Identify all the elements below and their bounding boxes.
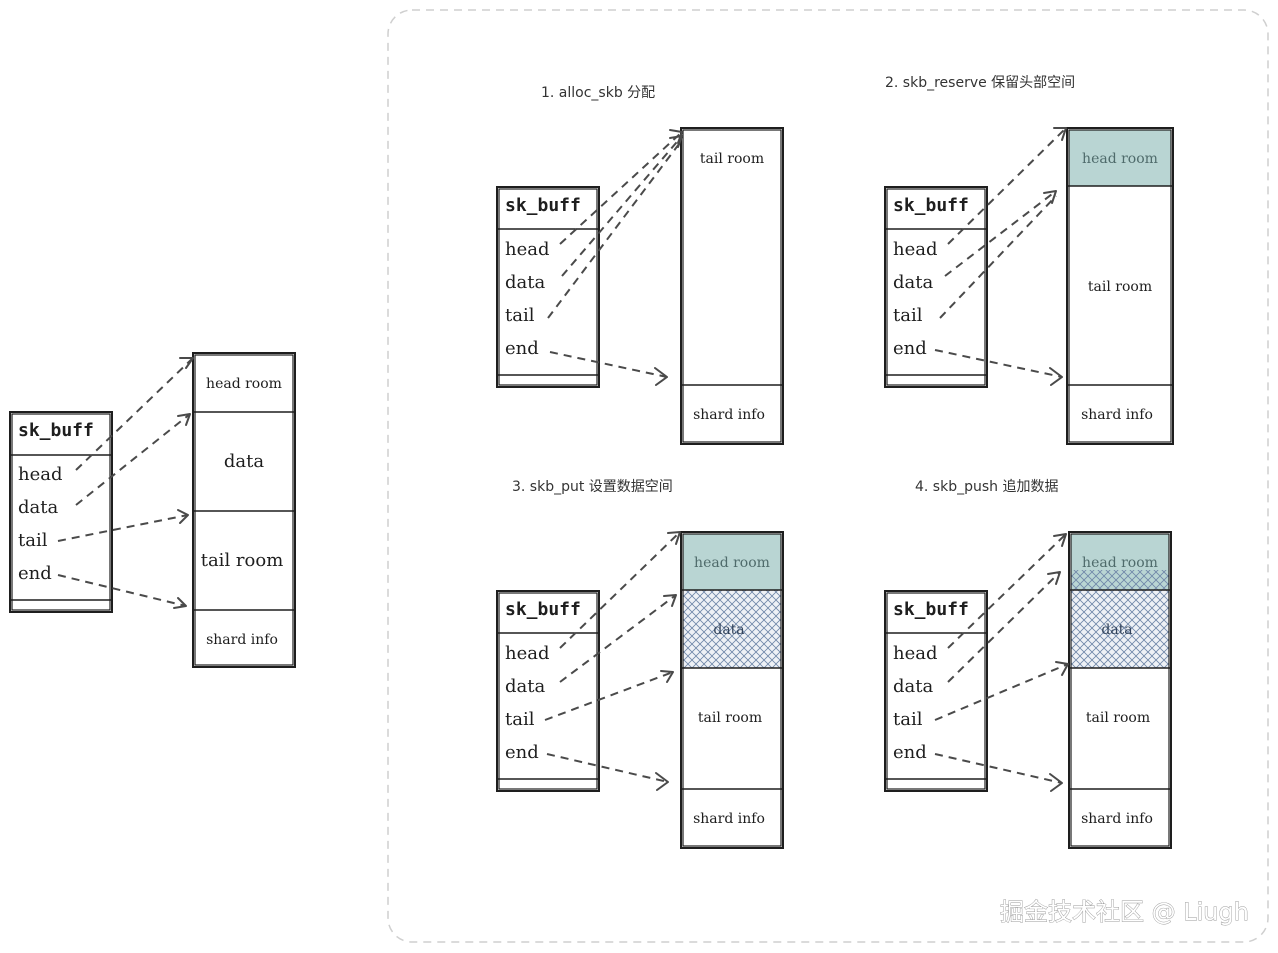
step-2-skb-reserve: 2. skb_reserve 保留头部空间 sk_buff head data …: [884, 75, 1174, 445]
field-end: end: [893, 742, 927, 763]
struct-title: sk_buff: [505, 599, 581, 620]
region-data: data: [224, 451, 264, 472]
buffer: head room data tail room shard info: [1068, 531, 1172, 849]
arrow-data-pointer: [561, 135, 683, 277]
arrow-end-pointer: [549, 351, 668, 378]
arrow-tail-pointer: [544, 671, 674, 721]
data-hatch-fill: [683, 590, 781, 668]
arrow-tail-pointer: [934, 663, 1069, 721]
arrow-data-pointer: [75, 413, 191, 506]
pointer-arrows: [544, 531, 681, 791]
pointer-arrows: [547, 129, 683, 386]
head-room-fill: [683, 534, 781, 590]
step-title: 1. alloc_skb 分配: [541, 85, 655, 101]
struct-title: sk_buff: [505, 195, 581, 216]
buffer: tail room shard info: [680, 127, 784, 445]
field-data: data: [505, 272, 545, 293]
pushed-data-hatch: [1071, 570, 1169, 590]
region-tail-room: tail room: [698, 710, 762, 726]
region-tail-room: tail room: [201, 550, 284, 571]
step-3-skb-put: 3. skb_put 设置数据空间 sk_buff head data tail…: [496, 479, 784, 849]
region-data: data: [1101, 622, 1132, 638]
head-room-fill: [1069, 130, 1171, 186]
field-tail: tail: [18, 530, 48, 551]
arrow-tail-pointer: [57, 514, 189, 542]
field-head: head: [893, 643, 938, 664]
sk-buff-struct: sk_buff head data tail end: [884, 186, 988, 388]
region-head-room: head room: [1082, 555, 1158, 571]
field-data: data: [893, 272, 933, 293]
field-tail: tail: [505, 709, 535, 730]
region-shard-info: shard info: [693, 811, 765, 827]
arrow-tail-pointer: [547, 139, 683, 319]
region-data: data: [713, 622, 744, 638]
region-head-room: head room: [1082, 151, 1158, 167]
region-tail-room: tail room: [1088, 279, 1152, 295]
arrow-end-pointer: [934, 753, 1063, 784]
region-shard-info: shard info: [1081, 407, 1153, 423]
buffer: head room data tail room shard info: [680, 531, 784, 849]
head-room-fill: [1071, 534, 1169, 570]
field-head: head: [18, 464, 63, 485]
region-shard-info: shard info: [693, 407, 765, 423]
field-end: end: [505, 742, 539, 763]
field-head: head: [505, 239, 550, 260]
region-head-room: head room: [694, 555, 770, 571]
arrow-data-pointer: [944, 190, 1057, 277]
step-title: 4. skb_push 追加数据: [915, 479, 1058, 495]
field-end: end: [18, 563, 52, 584]
sk-buff-struct: sk_buff head data tail end: [496, 590, 600, 792]
struct-title: sk_buff: [18, 420, 94, 441]
arrow-end-pointer: [57, 574, 187, 607]
arrow-end-pointer: [934, 349, 1063, 378]
struct-title: sk_buff: [893, 599, 969, 620]
field-tail: tail: [893, 709, 923, 730]
step-title: 2. skb_reserve 保留头部空间: [885, 75, 1075, 91]
data-hatch-fill: [1071, 590, 1169, 668]
field-data: data: [505, 676, 545, 697]
step-title: 3. skb_put 设置数据空间: [512, 479, 673, 495]
sk-buff-struct: sk_buff head data tail end: [884, 590, 988, 792]
sk-buff-struct: sk_buff head data tail end: [496, 186, 600, 388]
overview-buffer: head room data tail room shard info: [192, 352, 296, 668]
step-4-skb-push: 4. skb_push 追加数据 sk_buff head data tail …: [884, 479, 1172, 849]
step-1-alloc-skb: 1. alloc_skb 分配 sk_buff head data tail e…: [496, 85, 784, 445]
buffer: head room tail room shard info: [1066, 127, 1174, 445]
region-tail-room: tail room: [700, 151, 764, 167]
field-head: head: [893, 239, 938, 260]
region-head-room: head room: [206, 376, 282, 392]
field-end: end: [893, 338, 927, 359]
arrow-end-pointer: [546, 753, 669, 783]
field-data: data: [18, 497, 58, 518]
field-end: end: [505, 338, 539, 359]
region-shard-info: shard info: [1081, 811, 1153, 827]
pointer-arrows: [934, 127, 1067, 386]
field-tail: tail: [505, 305, 535, 326]
arrow-data-pointer: [947, 571, 1061, 683]
struct-title: sk_buff: [893, 195, 969, 216]
field-tail: tail: [893, 305, 923, 326]
overview-pointer-arrows: [57, 357, 194, 609]
arrow-data-pointer: [559, 594, 677, 683]
region-shard-info: shard info: [206, 632, 278, 648]
field-head: head: [505, 643, 550, 664]
watermark: 掘金技术社区 @ Liugh: [1000, 898, 1249, 926]
arrow-tail-pointer: [939, 195, 1057, 319]
overview-sk-buff-struct: sk_buff head data tail end: [9, 411, 113, 613]
overview-group: sk_buff head data tail end head room dat…: [9, 352, 296, 668]
field-data: data: [893, 676, 933, 697]
pointer-arrows: [934, 533, 1069, 792]
region-tail-room: tail room: [1086, 710, 1150, 726]
